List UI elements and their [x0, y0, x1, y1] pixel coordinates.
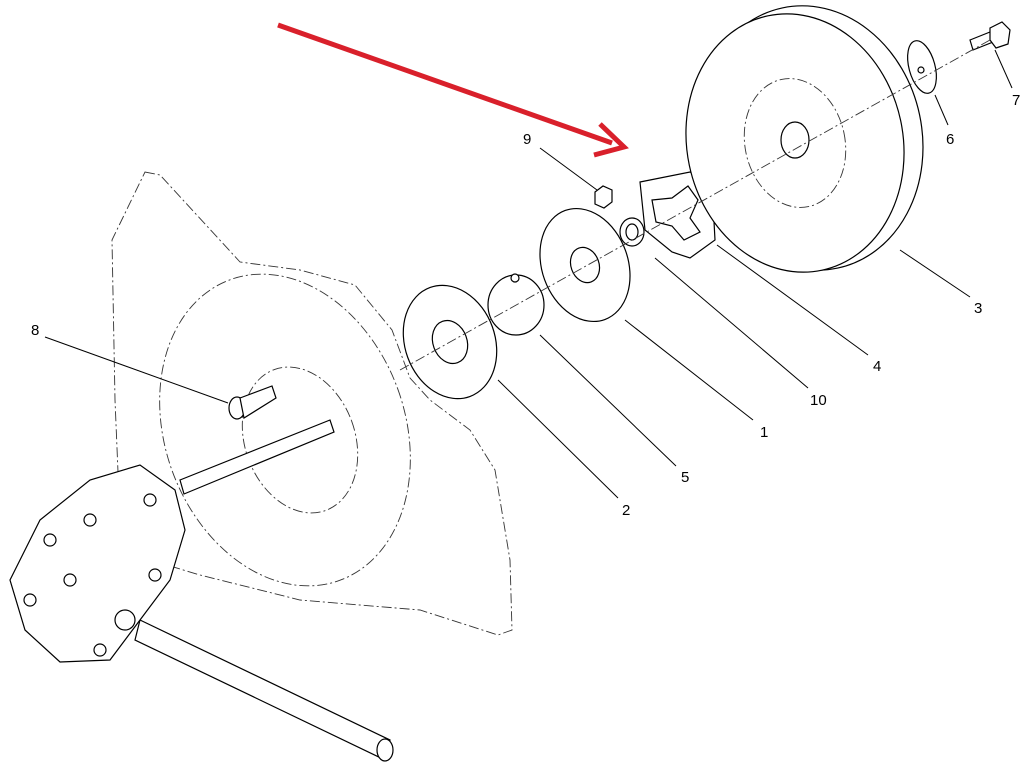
- part-4-adapter: [639, 171, 716, 259]
- gearbox: [9, 464, 186, 663]
- callout-9: 9: [523, 131, 532, 148]
- drive-shaft: [134, 419, 394, 762]
- part-8-pin: [228, 385, 277, 420]
- part-7-bolt: [969, 21, 1011, 51]
- part-10-washer: [619, 217, 645, 247]
- red-pointer-arrow: [277, 22, 629, 158]
- part-9-nut: [594, 185, 613, 209]
- leader-lines: [44, 49, 1013, 499]
- callout-2: 2: [622, 502, 631, 519]
- part-3-pulley: [685, 5, 924, 273]
- part-1-plate: [539, 207, 631, 323]
- callout-6: 6: [946, 131, 955, 148]
- callout-4: 4: [873, 358, 882, 375]
- callout-8: 8: [31, 322, 40, 339]
- callout-3: 3: [974, 300, 983, 317]
- assembly-axis: [399, 39, 991, 371]
- callout-1: 1: [760, 424, 769, 441]
- callout-7: 7: [1012, 92, 1021, 109]
- callout-10: 10: [810, 392, 827, 409]
- part-5-hub: [487, 273, 545, 336]
- part-6-washer: [907, 40, 937, 94]
- callout-5: 5: [681, 469, 690, 486]
